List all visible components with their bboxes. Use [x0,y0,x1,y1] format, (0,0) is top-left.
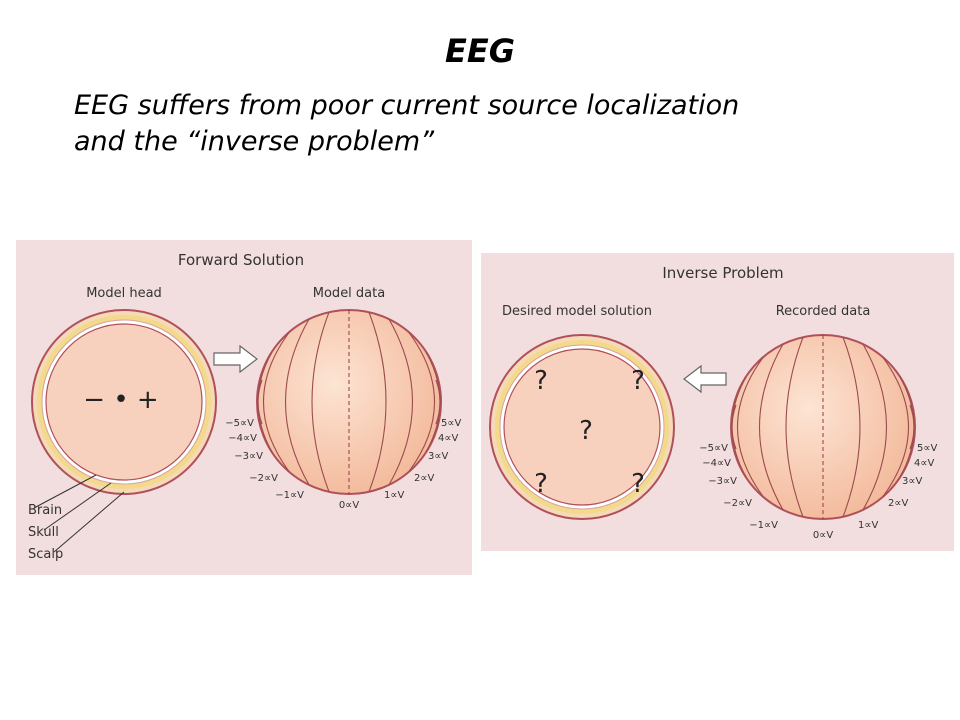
recorded-data-label: Recorded data [776,304,871,319]
voltage-label-zero: 0∝V [339,500,360,511]
voltage-label-pos1: 1∝V [384,490,405,501]
unknown-source-marker: ? [534,366,548,396]
voltage-label-neg2: −2∝V [723,498,752,509]
model-data-sphere [256,309,442,495]
subtitle-line-1: EEG suffers from poor current source loc… [74,90,740,121]
slide-title: EEG [445,32,515,70]
model-data-label: Model data [313,286,385,301]
voltage-label-pos3: 3∝V [902,476,923,487]
voltage-label-pos5: 5∝V [917,443,938,454]
voltage-label-pos4: 4∝V [438,433,459,444]
voltage-label-zero: 0∝V [813,530,834,541]
voltage-label-neg3: −3∝V [708,476,737,487]
unknown-source-marker: ? [631,366,645,396]
slide-subtitle: EEG suffers from poor current source loc… [74,88,934,160]
voltage-label-neg4: −4∝V [702,458,731,469]
voltage-label-pos2: 2∝V [888,498,909,509]
desired-model-solution-label: Desired model solution [502,304,652,319]
voltage-label-neg4: −4∝V [228,433,257,444]
model-head-label: Model head [86,286,162,301]
forward-solution-diagram: Forward Solution Model head Model data −… [28,251,462,562]
recorded-data-sphere [730,334,916,520]
inverse-problem-diagram: Inverse Problem Desired model solution R… [489,264,938,541]
voltage-label-neg1: −1∝V [749,520,778,531]
unknown-source-marker: ? [579,416,593,446]
inverse-problem-panel: Inverse Problem Desired model solution R… [481,253,954,551]
voltage-label-neg3: −3∝V [234,451,263,462]
dipole-source-symbols: − • + [83,385,158,415]
voltage-label-pos5: 5∝V [441,418,462,429]
left-arrow-icon [683,364,727,394]
forward-solution-panel: Forward Solution Model head Model data −… [16,240,472,575]
brain-layer [503,348,661,506]
scalp-label: Scalp [28,547,63,562]
voltage-label-pos1: 1∝V [858,520,879,531]
unknown-source-marker: ? [534,469,548,499]
voltage-label-neg5: −5∝V [699,443,728,454]
voltage-label-pos2: 2∝V [414,473,435,484]
voltage-label-pos4: 4∝V [914,458,935,469]
brain-label: Brain [28,503,62,518]
skull-label: Skull [28,525,59,540]
voltage-label-pos3: 3∝V [428,451,449,462]
forward-heading: Forward Solution [178,251,304,269]
subtitle-line-2: and the “inverse problem” [74,126,435,157]
right-arrow-icon [213,344,258,374]
brain-layer [45,323,203,481]
inverse-heading: Inverse Problem [662,264,783,282]
desired-model-head [489,334,675,520]
voltage-label-neg5: −5∝V [225,418,254,429]
layer-leader-lines [33,474,125,553]
voltage-label-neg2: −2∝V [249,473,278,484]
unknown-source-marker: ? [631,469,645,499]
voltage-label-neg1: −1∝V [275,490,304,501]
model-head [31,309,217,495]
